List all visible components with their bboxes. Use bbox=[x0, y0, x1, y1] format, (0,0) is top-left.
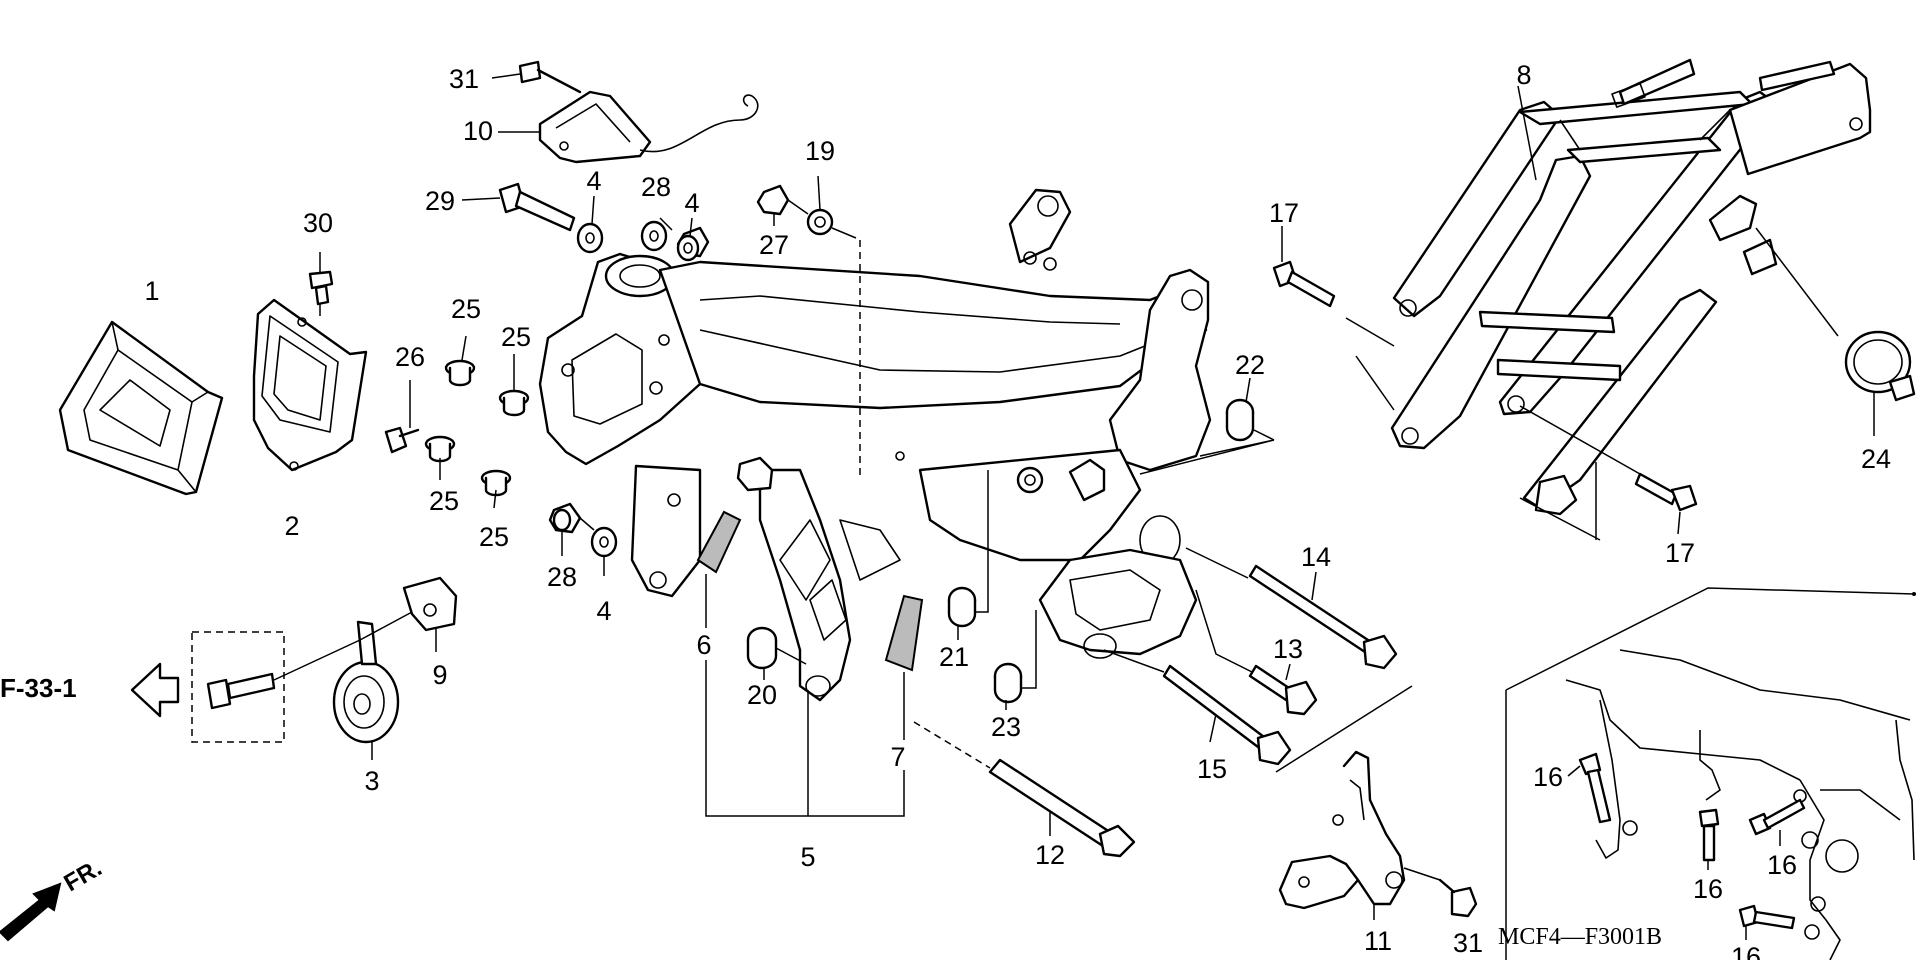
label-19: 19 bbox=[805, 136, 835, 166]
collar-20 bbox=[746, 626, 807, 680]
label-4-top-right: 4 bbox=[684, 188, 699, 218]
washers-nuts-lower bbox=[548, 502, 618, 576]
inset-view bbox=[1505, 587, 1916, 961]
label-26: 26 bbox=[395, 342, 425, 372]
label-6: 6 bbox=[696, 630, 711, 660]
label-20: 20 bbox=[747, 680, 777, 710]
label-16-a: 16 bbox=[1533, 762, 1563, 792]
pad-7 bbox=[884, 594, 924, 740]
label-25-c: 25 bbox=[429, 486, 459, 516]
label-13: 13 bbox=[1273, 634, 1303, 664]
label-4-lower: 4 bbox=[596, 596, 611, 626]
label-28-top: 28 bbox=[641, 172, 671, 202]
part-8-subframe bbox=[1390, 58, 1872, 516]
label-24: 24 bbox=[1861, 444, 1891, 474]
label-14: 14 bbox=[1301, 542, 1331, 572]
label-17-upper: 17 bbox=[1269, 198, 1299, 228]
horn-3 bbox=[332, 620, 400, 760]
bolt-31-lower bbox=[1403, 867, 1478, 918]
band-24 bbox=[1755, 227, 1916, 436]
label-10: 10 bbox=[463, 116, 493, 146]
part-11-bracket bbox=[1275, 685, 1413, 920]
part-1-cover bbox=[58, 320, 224, 496]
reference-arrow bbox=[130, 662, 180, 718]
callout-labels: 1 2 3 4 4 4 5 6 7 8 9 10 11 12 13 14 15 … bbox=[144, 60, 1891, 965]
part-2-panel bbox=[252, 298, 368, 472]
screw-26 bbox=[384, 380, 420, 454]
label-22: 22 bbox=[1235, 350, 1265, 380]
collar-22 bbox=[1139, 377, 1275, 475]
bolt-31-top bbox=[491, 60, 582, 94]
horn-bolt bbox=[191, 611, 413, 743]
washers-nuts-top bbox=[576, 175, 857, 262]
label-1: 1 bbox=[144, 276, 159, 306]
front-direction-arrow bbox=[0, 882, 62, 942]
label-5: 5 bbox=[800, 842, 815, 872]
bolt-14 bbox=[1185, 547, 1398, 670]
label-23: 23 bbox=[991, 712, 1021, 742]
label-29: 29 bbox=[425, 186, 455, 216]
collar-23 bbox=[993, 610, 1037, 710]
label-21: 21 bbox=[939, 642, 969, 672]
label-11: 11 bbox=[1364, 926, 1392, 956]
label-4-top-left: 4 bbox=[586, 166, 601, 196]
part-10-bracket bbox=[498, 90, 759, 164]
screw-30 bbox=[308, 252, 334, 316]
bolt-15 bbox=[1103, 649, 1292, 766]
label-25-b: 25 bbox=[501, 322, 531, 352]
label-27: 27 bbox=[759, 230, 789, 260]
reference-label: F-33-1 bbox=[0, 673, 77, 703]
bracket-9 bbox=[402, 576, 458, 652]
label-12: 12 bbox=[1035, 840, 1065, 870]
label-7: 7 bbox=[890, 742, 905, 772]
leader-5 bbox=[705, 660, 905, 817]
label-3: 3 bbox=[364, 766, 379, 796]
drawing-code: MCF4—F3001B bbox=[1498, 924, 1662, 950]
collar-21 bbox=[947, 470, 989, 640]
main-frame bbox=[538, 188, 1212, 702]
bolt-29 bbox=[461, 182, 576, 232]
label-16-b: 16 bbox=[1693, 874, 1723, 904]
label-25-a: 25 bbox=[451, 294, 481, 324]
label-2: 2 bbox=[284, 511, 299, 541]
label-30: 30 bbox=[303, 208, 333, 238]
label-15: 15 bbox=[1197, 754, 1227, 784]
bolt-17-lower bbox=[1519, 405, 1698, 541]
bolt-13 bbox=[1195, 589, 1318, 716]
label-16-d: 16 bbox=[1731, 942, 1761, 960]
label-9: 9 bbox=[432, 660, 447, 690]
grommets-25 bbox=[424, 335, 530, 509]
front-direction-label: FR. bbox=[60, 854, 107, 897]
bolt-12 bbox=[913, 721, 1136, 858]
label-28-lower: 28 bbox=[547, 562, 577, 592]
label-8: 8 bbox=[1516, 60, 1531, 90]
label-31-lower: 31 bbox=[1453, 928, 1483, 958]
pad-6 bbox=[696, 510, 742, 628]
label-31-top: 31 bbox=[449, 64, 479, 94]
label-17-lower: 17 bbox=[1665, 538, 1695, 568]
label-16-c: 16 bbox=[1767, 850, 1797, 880]
bolt-17-upper bbox=[1272, 226, 1395, 411]
label-25-d: 25 bbox=[479, 522, 509, 552]
